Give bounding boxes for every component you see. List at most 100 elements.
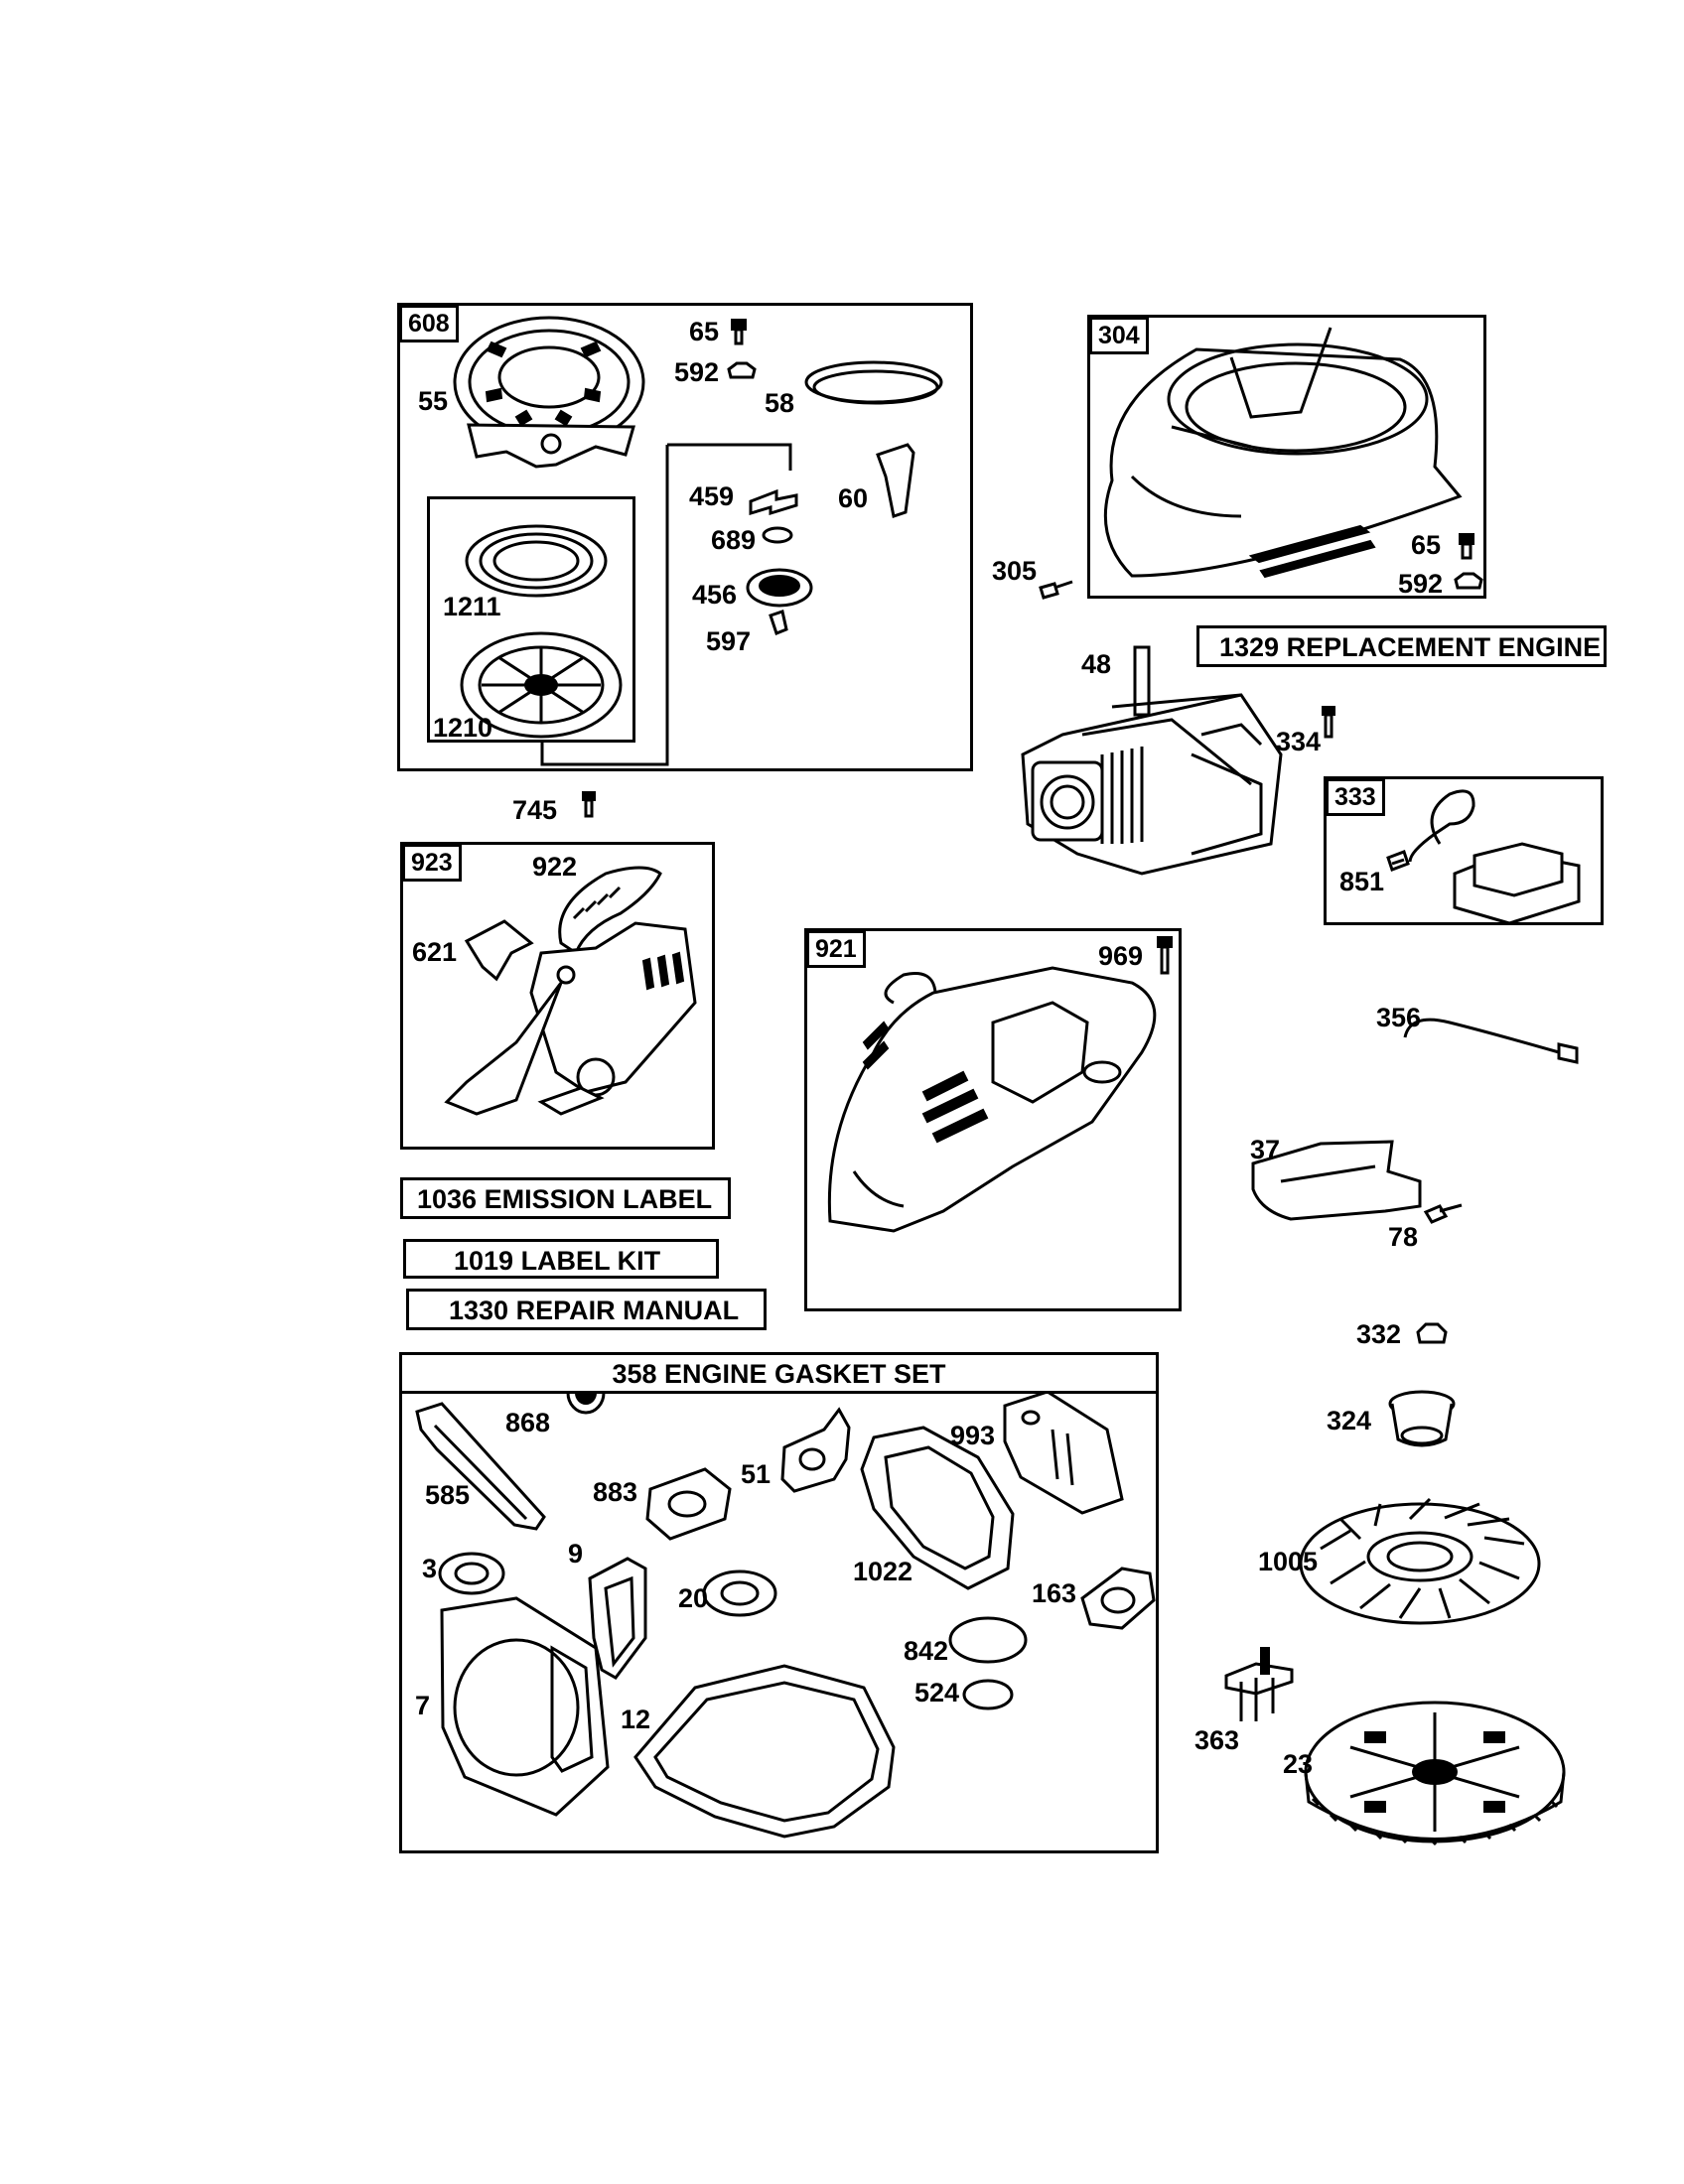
bolt-745-drawing	[582, 791, 596, 818]
part-label: 585	[425, 1480, 471, 1510]
part-label: 58	[765, 388, 795, 418]
part-label: 689	[711, 525, 757, 555]
gasket-1022-drawing	[860, 1426, 1015, 1590]
gasket-51-drawing	[780, 1407, 851, 1493]
ring-689-drawing	[762, 526, 793, 544]
part-label: 9	[568, 1539, 584, 1569]
part-label: 883	[593, 1477, 638, 1507]
part-label: 332	[1356, 1319, 1402, 1349]
screw-65b-drawing	[1459, 533, 1474, 560]
part-label: 7	[415, 1691, 431, 1720]
nut-332-drawing	[1416, 1322, 1448, 1344]
engine-cover-drawing	[827, 966, 1157, 1233]
kit-tag-304: 304	[1089, 317, 1149, 354]
repair-manual-banner: 1330 REPAIR MANUAL	[406, 1289, 767, 1330]
nut-592b-drawing	[1454, 572, 1483, 590]
kit-tag-333: 333	[1326, 778, 1385, 816]
gasket-set-banner: 358 ENGINE GASKET SET	[399, 1352, 1159, 1394]
recoil-spring-drawing	[465, 524, 608, 598]
starter-cup-drawing	[1388, 1390, 1456, 1447]
part-label: 60	[838, 483, 869, 513]
blower-housing-drawing	[1103, 327, 1463, 579]
part-label: 51	[741, 1459, 772, 1489]
replacement-engine-banner: 1329 REPLACEMENT ENGINE	[1196, 625, 1607, 667]
part-label: 745	[512, 795, 558, 825]
part-label: 922	[532, 852, 578, 882]
part-label: 592	[674, 357, 720, 387]
screw-969-drawing	[1157, 936, 1173, 975]
part-label: 20	[678, 1583, 709, 1613]
part-label: 305	[992, 556, 1038, 586]
air-guide-drawing	[1251, 1140, 1422, 1221]
pulley-456-drawing	[746, 568, 813, 608]
oring-524-drawing	[962, 1679, 1014, 1710]
part-label: 48	[1081, 649, 1112, 679]
gasket-993-drawing	[1003, 1390, 1124, 1515]
screw-78-drawing	[1423, 1203, 1463, 1224]
part-label: 1022	[853, 1557, 913, 1586]
part-label: 163	[1032, 1578, 1077, 1608]
pawl-459-drawing	[749, 488, 798, 516]
part-label: 356	[1376, 1003, 1422, 1032]
part-label: 851	[1339, 867, 1385, 896]
part-label: 621	[412, 937, 458, 967]
head-gasket-7-drawing	[440, 1596, 610, 1817]
bracket-363-drawing	[1224, 1647, 1294, 1721]
part-label: 524	[914, 1678, 960, 1707]
screw-597-drawing	[769, 610, 788, 635]
flywheel-drawing	[1304, 1701, 1566, 1846]
part-label: 1211	[443, 592, 501, 621]
gasket-585-drawing	[415, 1402, 546, 1531]
emission-label-banner: 1036 EMISSION LABEL	[400, 1177, 731, 1219]
part-label: 1210	[433, 713, 493, 743]
part-label: 842	[904, 1636, 949, 1666]
gasket-163-drawing	[1080, 1567, 1156, 1630]
part-label: 969	[1098, 941, 1144, 971]
blower-housing-kit-frame	[1087, 315, 1486, 599]
engine-cover-kit-frame	[804, 928, 1182, 1311]
recoil-housing-drawing	[453, 316, 645, 469]
oring-842-drawing	[948, 1616, 1028, 1664]
part-label: 3	[422, 1554, 438, 1583]
governor-kit-frame	[400, 842, 715, 1150]
gasket-883-drawing	[645, 1467, 732, 1541]
part-label: 65	[1411, 530, 1442, 560]
ignition-armature-drawing	[1386, 789, 1581, 925]
part-label: 363	[1194, 1725, 1240, 1755]
kit-tag-608: 608	[399, 305, 459, 342]
part-label: 334	[1276, 727, 1322, 756]
nut-592-drawing	[727, 361, 757, 379]
seal-20-drawing	[702, 1570, 777, 1617]
starter-rope-drawing	[804, 360, 943, 405]
part-label: 456	[692, 580, 738, 610]
short-block-drawing	[1021, 645, 1283, 876]
clip-851-drawing	[1391, 858, 1405, 866]
gasket-9-drawing	[588, 1557, 647, 1680]
starter-bracket-line	[540, 443, 792, 766]
part-label: 459	[689, 481, 735, 511]
kit-tag-923: 923	[402, 844, 462, 882]
screw-334-drawing	[1322, 706, 1335, 739]
recoil-starter-kit-frame	[397, 303, 973, 771]
ignition-kit-frame	[1324, 776, 1604, 925]
label-kit-banner: 1019 LABEL KIT	[403, 1239, 719, 1279]
screw-65-drawing	[731, 319, 747, 345]
part-label: 592	[1398, 569, 1444, 599]
part-label: 78	[1388, 1222, 1419, 1252]
kit-tag-921: 921	[806, 930, 866, 968]
part-label: 55	[418, 386, 449, 416]
part-label: 23	[1283, 1749, 1314, 1779]
governor-control-drawing	[444, 866, 697, 1116]
ground-wire-drawing	[1403, 1018, 1579, 1064]
flywheel-fan-drawing	[1299, 1497, 1541, 1625]
recoil-pulley-drawing	[460, 631, 623, 739]
seal-3-drawing	[438, 1552, 505, 1595]
screw-305-drawing	[1039, 580, 1073, 600]
part-label: 1005	[1258, 1547, 1319, 1576]
part-label: 993	[950, 1421, 996, 1450]
part-label: 65	[689, 317, 720, 346]
recoil-inner-frame	[427, 496, 635, 743]
part-label: 868	[505, 1408, 551, 1437]
